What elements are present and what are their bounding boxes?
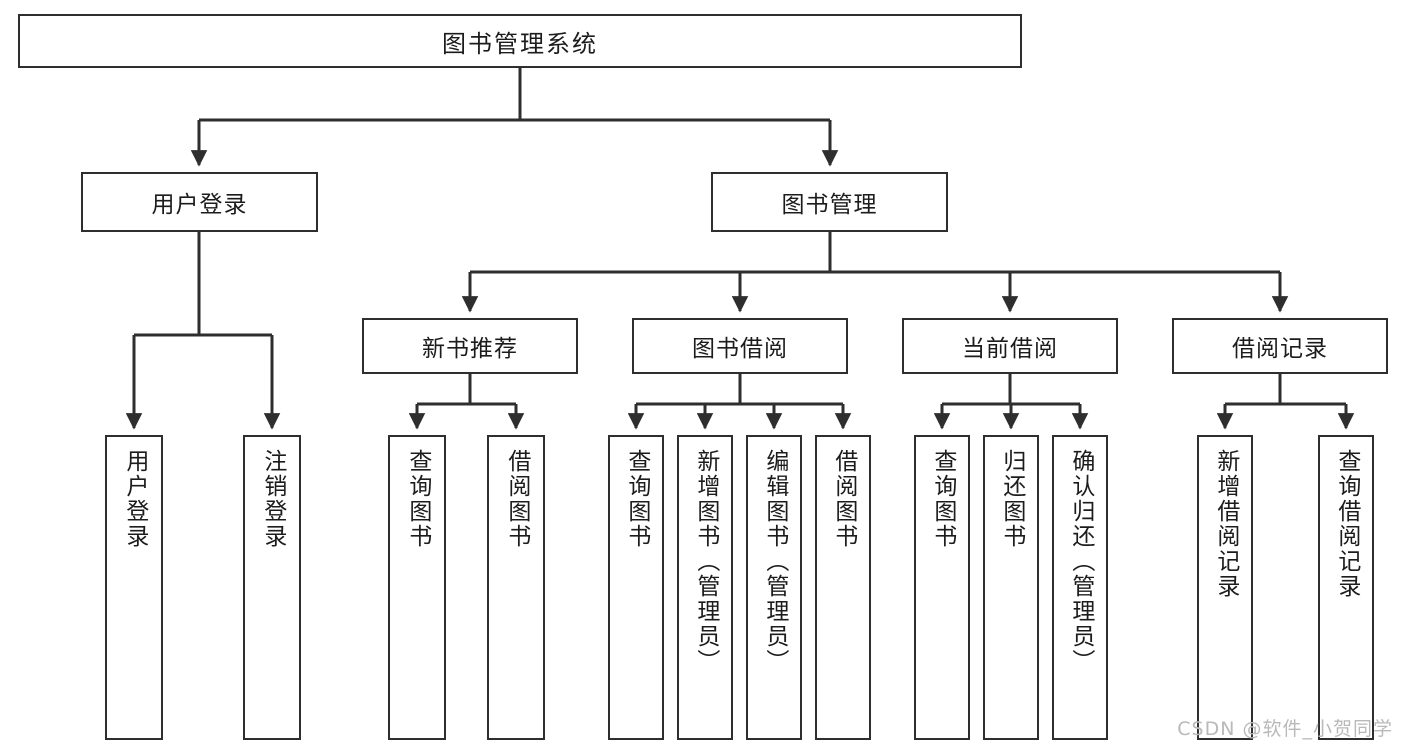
node-root-system[interactable]: 图书管理系统 xyxy=(18,14,1022,68)
node-current-borrow-label: 当前借阅 xyxy=(962,336,1058,362)
node-user-login-label: 用户登录 xyxy=(151,192,248,218)
node-leaf-user-logout-label: 注销登录 xyxy=(259,449,286,549)
node-leaf-query-borrow-record-label: 查询借阅记录 xyxy=(1333,449,1360,599)
node-borrow-records-label: 借阅记录 xyxy=(1232,336,1328,362)
node-book-borrow-label: 图书借阅 xyxy=(692,336,788,362)
node-leaf-edit-book-admin[interactable]: 编辑图书（管理员） xyxy=(746,435,802,740)
node-leaf-user-login-label: 用户登录 xyxy=(121,449,148,549)
node-leaf-query-book-1-label: 查询图书 xyxy=(404,449,431,549)
node-leaf-query-book-2-label: 查询图书 xyxy=(623,449,650,549)
node-leaf-query-book-3-label: 查询图书 xyxy=(929,449,956,549)
node-leaf-confirm-return-admin[interactable]: 确认归还（管理员） xyxy=(1052,435,1108,740)
csdn-watermark: CSDN @软件_小贺同学 xyxy=(1177,718,1393,740)
node-leaf-borrow-book-1-label: 借阅图书 xyxy=(503,449,530,549)
node-leaf-edit-book-admin-label: 编辑图书（管理员） xyxy=(761,449,788,674)
node-leaf-borrow-book-1[interactable]: 借阅图书 xyxy=(487,435,545,740)
node-borrow-records[interactable]: 借阅记录 xyxy=(1172,318,1388,374)
node-leaf-add-borrow-record-label: 新增借阅记录 xyxy=(1212,449,1239,599)
node-leaf-return-book-label: 归还图书 xyxy=(998,449,1025,549)
node-leaf-add-book-admin-label: 新增图书（管理员） xyxy=(692,449,719,674)
node-leaf-user-login[interactable]: 用户登录 xyxy=(105,435,163,740)
node-leaf-add-book-admin[interactable]: 新增图书（管理员） xyxy=(677,435,733,740)
node-leaf-return-book[interactable]: 归还图书 xyxy=(983,435,1039,740)
node-book-management-label: 图书管理 xyxy=(781,192,878,218)
node-book-borrow[interactable]: 图书借阅 xyxy=(632,318,848,374)
node-root-label: 图书管理系统 xyxy=(442,29,598,58)
node-leaf-query-book-3[interactable]: 查询图书 xyxy=(914,435,970,740)
node-leaf-query-book-2[interactable]: 查询图书 xyxy=(608,435,664,740)
node-new-book-recommend[interactable]: 新书推荐 xyxy=(362,318,578,374)
node-leaf-borrow-book-2-label: 借阅图书 xyxy=(830,449,857,549)
node-leaf-confirm-return-admin-label: 确认归还（管理员） xyxy=(1067,449,1094,674)
node-leaf-query-book-1[interactable]: 查询图书 xyxy=(388,435,446,740)
node-leaf-query-borrow-record[interactable]: 查询借阅记录 xyxy=(1318,435,1374,740)
node-user-login[interactable]: 用户登录 xyxy=(81,172,318,232)
node-book-management[interactable]: 图书管理 xyxy=(711,172,948,232)
node-new-book-recommend-label: 新书推荐 xyxy=(422,336,518,362)
node-leaf-borrow-book-2[interactable]: 借阅图书 xyxy=(815,435,871,740)
node-leaf-user-logout[interactable]: 注销登录 xyxy=(243,435,301,740)
node-leaf-add-borrow-record[interactable]: 新增借阅记录 xyxy=(1197,435,1253,740)
node-current-borrow[interactable]: 当前借阅 xyxy=(902,318,1118,374)
